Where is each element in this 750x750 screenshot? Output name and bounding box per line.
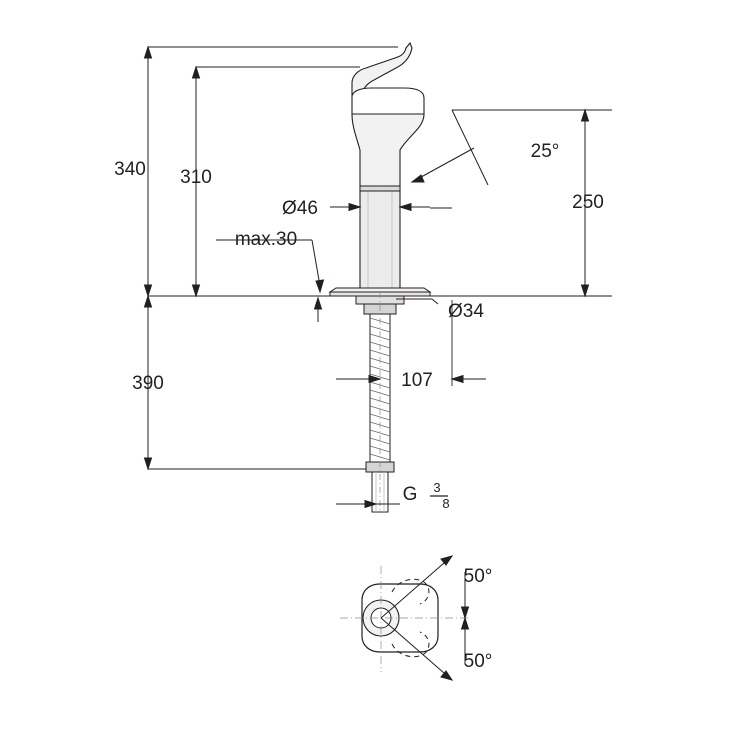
- label-thread-group: G 3 8: [403, 480, 450, 511]
- escutcheon-top: [328, 287, 432, 293]
- lever-handle: [351, 41, 413, 98]
- label-angle-25: 25°: [531, 141, 560, 162]
- dimension-thread-leader: [336, 499, 400, 509]
- dimension-max30: [216, 239, 325, 322]
- dimension-angle-25: [410, 109, 489, 209]
- label-thread-G: G: [403, 484, 418, 505]
- tap-top-view: [340, 555, 470, 681]
- label-thread-denominator: 8: [442, 496, 449, 511]
- dimension-107: [336, 300, 486, 386]
- label-angle-50-bottom: 50°: [464, 651, 493, 672]
- label-thread-numerator: 3: [433, 480, 440, 495]
- label-angle-50-top: 50°: [464, 566, 493, 587]
- dimension-diameter-46: [330, 202, 430, 212]
- swivel-position-lower: [391, 631, 430, 658]
- label-diameter-46: Ø46: [282, 198, 318, 219]
- label-107: 107: [401, 370, 433, 391]
- swivel-position-upper: [391, 578, 430, 605]
- dimension-diameter-34: [396, 298, 439, 305]
- label-310: 310: [180, 167, 212, 188]
- body-shoulder: [351, 113, 425, 189]
- label-250: 250: [572, 192, 604, 213]
- label-390: 390: [132, 373, 164, 394]
- label-340: 340: [114, 159, 146, 180]
- label-max-30: max.30: [235, 229, 297, 250]
- label-diameter-34: Ø34: [448, 301, 484, 322]
- body-column: [359, 187, 401, 293]
- tap-side-view: [328, 41, 432, 513]
- vertical-dimensions: [143, 45, 590, 471]
